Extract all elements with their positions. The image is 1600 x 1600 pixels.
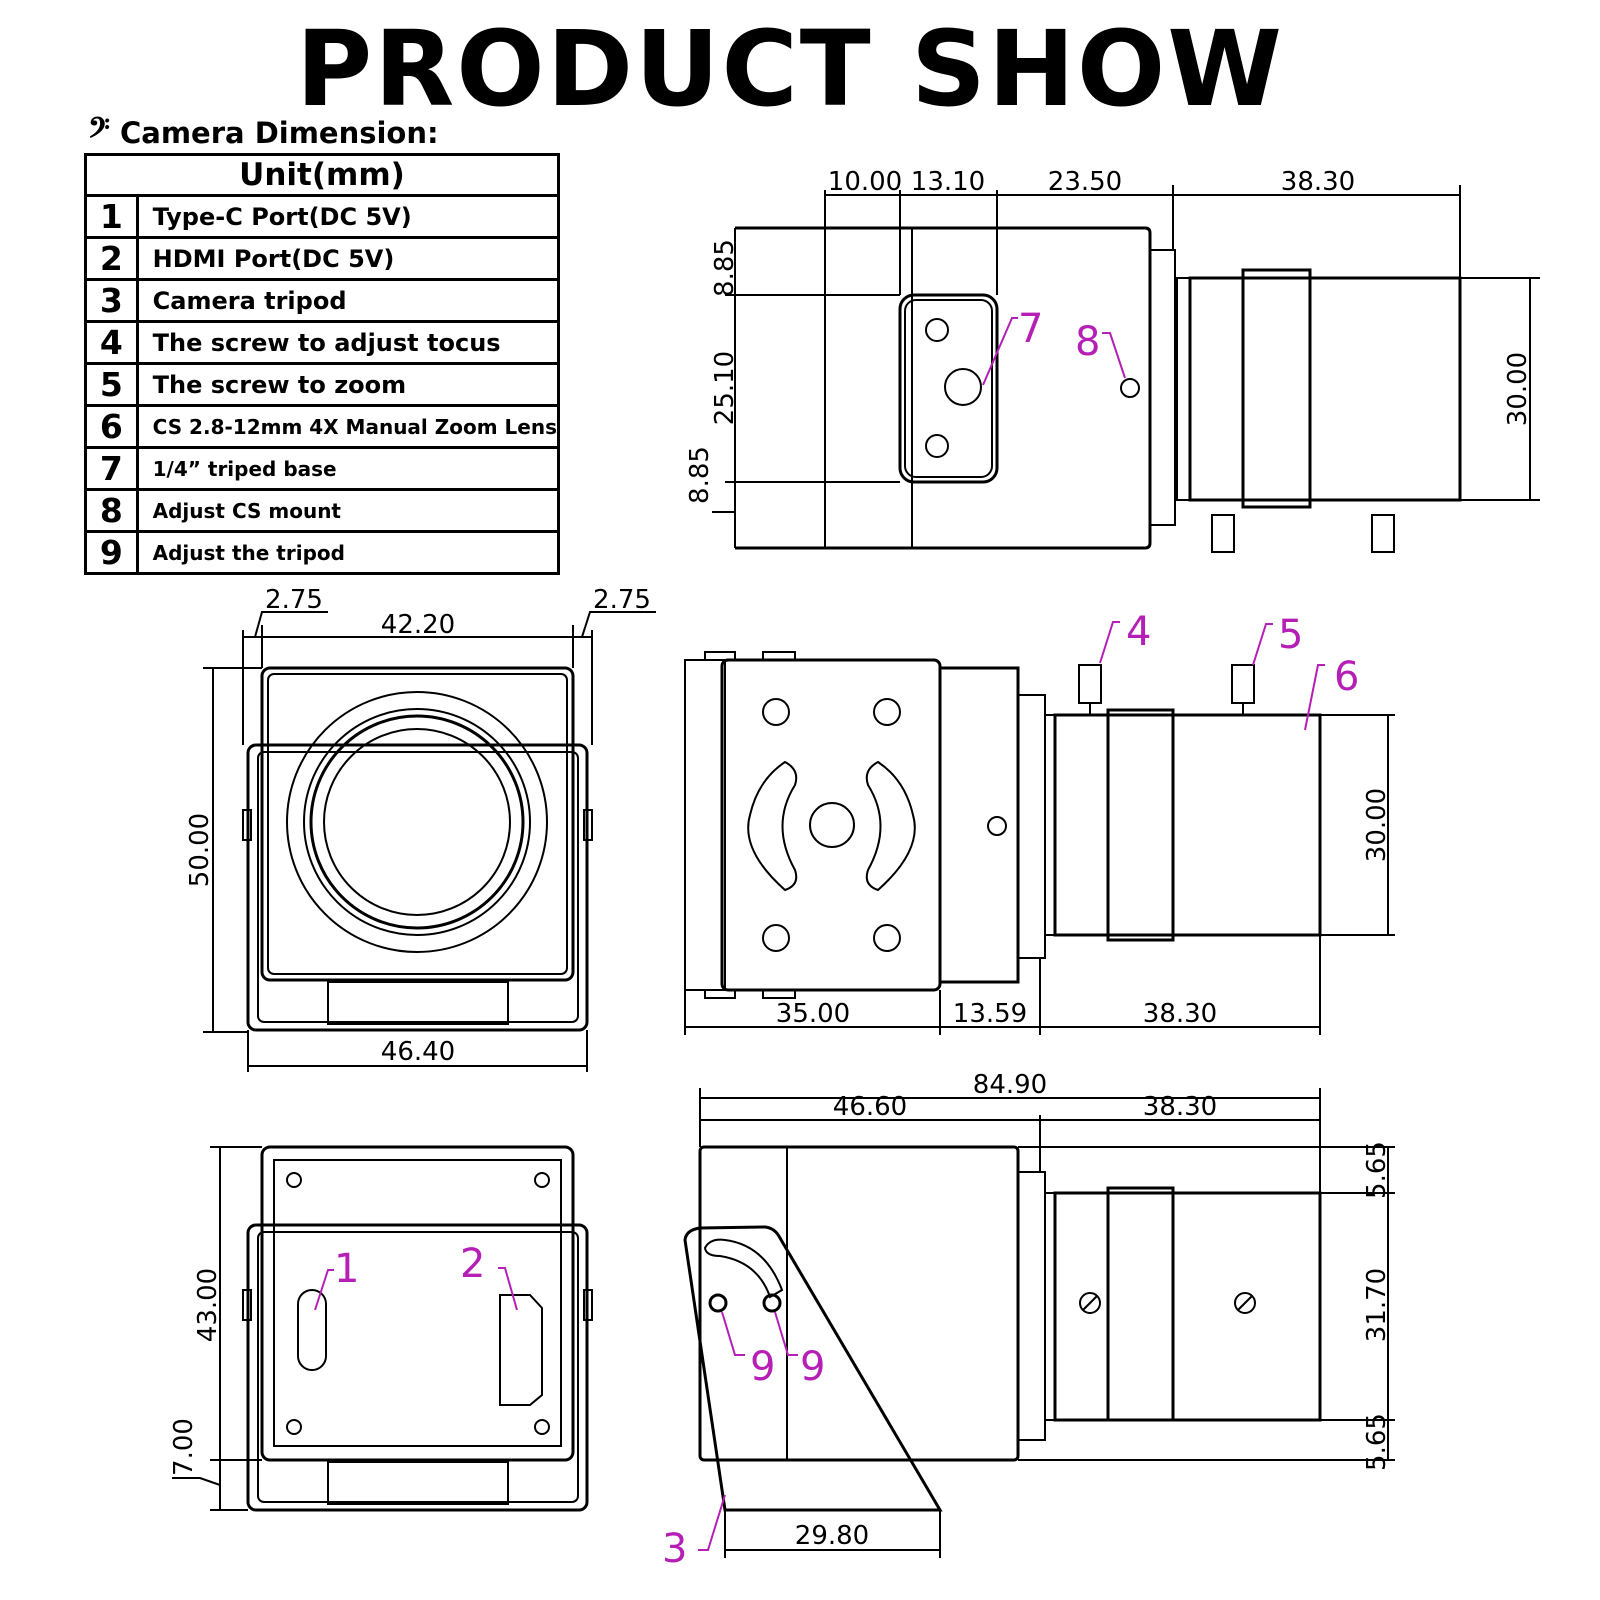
dim-label: 50.00 (185, 813, 215, 887)
row-label: Camera tripod (135, 278, 561, 323)
dim-label: 2.75 (593, 585, 651, 615)
dim-label: 38.30 (1143, 1092, 1217, 1122)
row-label: The screw to adjust tocus (135, 320, 561, 365)
callout-1: 1 (334, 1246, 359, 1292)
dim-label: 43.00 (193, 1268, 223, 1342)
dim-label: 38.30 (1143, 999, 1217, 1029)
dim-label: 13.59 (953, 999, 1027, 1029)
tripod-hole (944, 368, 982, 406)
dim-label: 8.85 (685, 446, 715, 504)
dim-label: 2.75 (265, 585, 323, 615)
row-number: 9 (84, 530, 139, 575)
callout-6: 6 (1334, 654, 1359, 700)
bass-clef-icon: 𝄢 (88, 112, 110, 152)
top-view: 30.00 35.00 13.59 38.30 4 5 6 (684, 609, 1395, 1035)
row-number: 6 (84, 404, 139, 449)
callout-5: 5 (1278, 612, 1303, 658)
row-label: The screw to zoom (135, 362, 561, 407)
callout-2: 2 (460, 1241, 485, 1287)
callout-8: 8 (1075, 319, 1100, 365)
dim-label: 23.50 (1048, 167, 1122, 197)
callout-4: 4 (1126, 609, 1151, 655)
dim-label: 29.80 (795, 1521, 869, 1551)
dim-label: 10.00 (828, 167, 902, 197)
dim-label: 31.70 (1362, 1268, 1392, 1342)
row-label: 1/4” triped base (135, 446, 561, 491)
row-number: 8 (84, 488, 139, 533)
callout-7: 7 (1018, 306, 1043, 352)
back-view: 1 2 43.00 7.00 (169, 1145, 593, 1512)
dim-label: 7.00 (169, 1418, 199, 1476)
tripod-hole (925, 318, 949, 342)
dim-label: 30.00 (1362, 788, 1392, 862)
dim-label: 5.65 (1362, 1141, 1392, 1199)
dim-label: 30.00 (1503, 352, 1533, 426)
cs-mount-screw (1120, 378, 1140, 398)
row-number: 4 (84, 320, 139, 365)
tripod-hole (925, 434, 949, 458)
row-number: 5 (84, 362, 139, 407)
row-label: CS 2.8-12mm 4X Manual Zoom Lens (135, 404, 561, 449)
type-c-port (297, 1289, 327, 1371)
row-number: 2 (84, 236, 139, 281)
dim-label: 13.10 (911, 167, 985, 197)
dim-label: 42.20 (381, 610, 455, 640)
dim-label: 5.65 (1362, 1413, 1392, 1471)
dim-label: 8.85 (710, 239, 740, 297)
row-label: HDMI Port(DC 5V) (135, 236, 561, 281)
hdmi-port (499, 1294, 543, 1406)
dim-label: 25.10 (710, 351, 740, 425)
side-view-with-tripod: 9 9 3 84.90 46.60 38.30 5.65 31.70 5.65 … (662, 1070, 1395, 1572)
front-view: 2.75 42.20 2.75 50.00 46.40 (185, 585, 656, 1072)
side-view: 10.00 13.10 23.50 38.30 8.85 25.10 8.85 … (685, 167, 1540, 553)
callout-3: 3 (662, 1526, 687, 1572)
row-label: Adjust the tripod (135, 530, 561, 575)
section-heading-text: Camera Dimension: (119, 116, 439, 150)
dim-label: 84.90 (973, 1070, 1047, 1100)
dim-label: 38.30 (1281, 167, 1355, 197)
row-label: Type-C Port(DC 5V) (135, 194, 561, 239)
row-number: 1 (84, 194, 139, 239)
camera-tripod (683, 1225, 943, 1512)
callout-9: 9 (800, 1344, 825, 1390)
page-title: PRODUCT SHOW (295, 8, 1285, 130)
table-header: Unit(mm) (84, 153, 560, 197)
row-label: Adjust CS mount (135, 488, 561, 533)
dim-label: 46.60 (833, 1092, 907, 1122)
callout-9: 9 (750, 1344, 775, 1390)
dim-label: 35.00 (776, 999, 850, 1029)
row-number: 3 (84, 278, 139, 323)
row-number: 7 (84, 446, 139, 491)
section-heading: 𝄢 Camera Dimension: (88, 112, 439, 152)
dim-label: 46.40 (381, 1037, 455, 1067)
